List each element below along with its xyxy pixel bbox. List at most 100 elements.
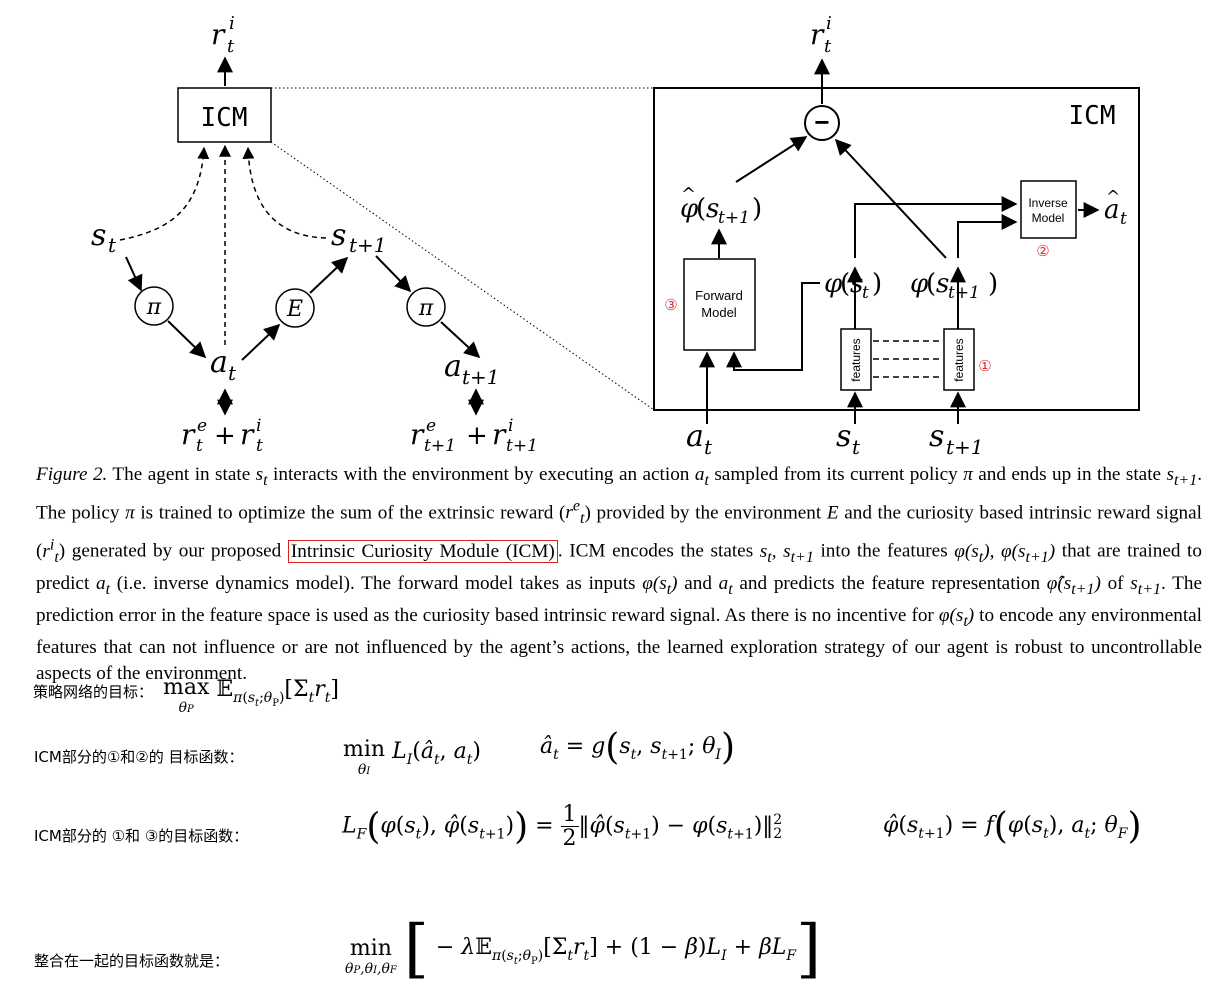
- svg-text:E: E: [286, 297, 303, 322]
- right-icm-box: [653, 87, 1140, 411]
- svg-text:(: (: [840, 269, 850, 299]
- svg-text:s: s: [929, 419, 944, 454]
- svg-text:): ): [872, 269, 882, 299]
- left-diagram: r i t ICM s t s t+1 π a t E: [91, 13, 655, 456]
- svg-text:^: ^: [1106, 187, 1120, 207]
- svg-text:φ: φ: [910, 269, 929, 299]
- reward-t1: r e t+1 + r i t+1: [410, 416, 538, 456]
- left-at1-label: a: [444, 349, 462, 384]
- svg-text:i: i: [826, 13, 832, 34]
- input-at-label: a t: [686, 419, 713, 459]
- marker-2: ②: [1036, 244, 1049, 260]
- svg-text:t: t: [228, 361, 237, 385]
- svg-text:t: t: [196, 436, 203, 456]
- svg-text:t: t: [256, 436, 263, 456]
- svg-text:π: π: [146, 295, 162, 320]
- marker-1: ①: [978, 359, 991, 375]
- svg-text:a: a: [1104, 195, 1120, 225]
- svg-text:t: t: [227, 36, 235, 57]
- features-box-st1: [943, 328, 975, 391]
- right-icm-title: ICM: [1069, 101, 1116, 131]
- svg-text:features: features: [952, 338, 966, 381]
- svg-text:): ): [988, 269, 998, 299]
- icm-figure: r i t ICM s t s t+1 π a t E: [91, 13, 1140, 459]
- icm13-objective-label: ICM部分的 ①和 ③的目标函数：: [34, 827, 249, 845]
- left-reward-label: r: [211, 18, 226, 51]
- svg-text:Model: Model: [1032, 211, 1065, 225]
- svg-text:t+1: t+1: [946, 435, 984, 459]
- svg-text:t: t: [108, 233, 117, 257]
- svg-text:t: t: [852, 435, 861, 459]
- svg-text:Inverse: Inverse: [1028, 196, 1068, 210]
- svg-text:r: r: [240, 418, 255, 451]
- left-icm-label: ICM: [201, 103, 248, 133]
- environment-node: [275, 288, 315, 328]
- svg-text:s: s: [836, 419, 851, 454]
- left-icm-box: [177, 87, 272, 143]
- svg-text:s: s: [936, 269, 949, 299]
- policy-node-1: [134, 286, 174, 326]
- svg-text:^: ^: [681, 184, 696, 205]
- a-hat-label: a ^ t: [1104, 187, 1127, 229]
- policy-objective-label: 策略网络的目标：: [33, 683, 154, 701]
- svg-text:−: −: [814, 107, 829, 137]
- input-st1-label: s t+1: [929, 419, 984, 459]
- svg-text:t: t: [824, 36, 832, 57]
- right-diagram: r i t ICM − φ ^ ( s t+1 ) Forward Model …: [653, 13, 1140, 459]
- svg-text:e: e: [426, 416, 436, 436]
- svg-text:features: features: [849, 338, 863, 381]
- svg-text:e: e: [197, 416, 207, 436]
- svg-text:r: r: [410, 418, 425, 451]
- svg-text:Model: Model: [701, 305, 737, 320]
- inverse-model-box: [1020, 180, 1077, 239]
- svg-text:t+1: t+1: [948, 283, 980, 303]
- svg-text:φ: φ: [824, 269, 843, 299]
- svg-text:s: s: [706, 194, 719, 224]
- svg-text:i: i: [229, 13, 235, 34]
- svg-text:(: (: [926, 269, 936, 299]
- phi-hat-label: φ ^ ( s t+1 ): [680, 184, 762, 228]
- left-st1-label: s: [331, 218, 346, 253]
- svg-text:(: (: [696, 194, 706, 224]
- svg-text:r: r: [181, 418, 196, 451]
- svg-text:t: t: [1120, 209, 1127, 229]
- svg-text:t+1: t+1: [506, 436, 538, 456]
- svg-text:): ): [752, 194, 762, 224]
- svg-text:t+1: t+1: [424, 436, 456, 456]
- svg-text:φ: φ: [680, 194, 699, 224]
- figure-caption: Figure 2. The agent in state st interact…: [36, 464, 1203, 685]
- left-st-label: s: [91, 218, 106, 253]
- total-objective-label: 整合在一起的目标函数就是：: [34, 952, 230, 970]
- left-at-label: a: [210, 345, 228, 380]
- svg-text:π: π: [418, 296, 434, 321]
- inverse-model-equation: ât = g(st, st+1; θI): [540, 727, 736, 768]
- forward-model-box: [683, 258, 756, 351]
- icm-highlight: Intrinsic Curiosity Module (ICM): [287, 539, 558, 563]
- svg-text:t+1: t+1: [462, 365, 500, 389]
- svg-text:t: t: [862, 283, 869, 303]
- policy-node-2: [406, 287, 446, 327]
- phi-st-label: φ ( s t ): [824, 269, 882, 303]
- svg-text:a: a: [686, 419, 704, 454]
- svg-text:t: t: [704, 435, 713, 459]
- input-st-label: s t: [836, 419, 861, 459]
- svg-text:i: i: [508, 416, 513, 436]
- svg-text:t+1: t+1: [349, 233, 387, 257]
- difference-node: [804, 105, 840, 141]
- forward-model-equation: φ̂(st+1) = f(φ(st), at; θF): [883, 806, 1142, 847]
- reward-t: r e t + r i t: [181, 416, 263, 456]
- icm12-objective-label: ICM部分的①和②的 目标函数：: [34, 748, 244, 766]
- svg-text:r: r: [810, 18, 825, 51]
- svg-text:i: i: [256, 416, 261, 436]
- features-box-st: [840, 328, 872, 391]
- svg-text:+: +: [214, 421, 236, 451]
- svg-text:Forward: Forward: [695, 288, 743, 303]
- svg-text:t+1: t+1: [718, 208, 750, 228]
- phi-st1-label: φ ( s t+1 ): [910, 269, 998, 303]
- svg-text:r: r: [492, 418, 507, 451]
- marker-3: ③: [664, 298, 677, 314]
